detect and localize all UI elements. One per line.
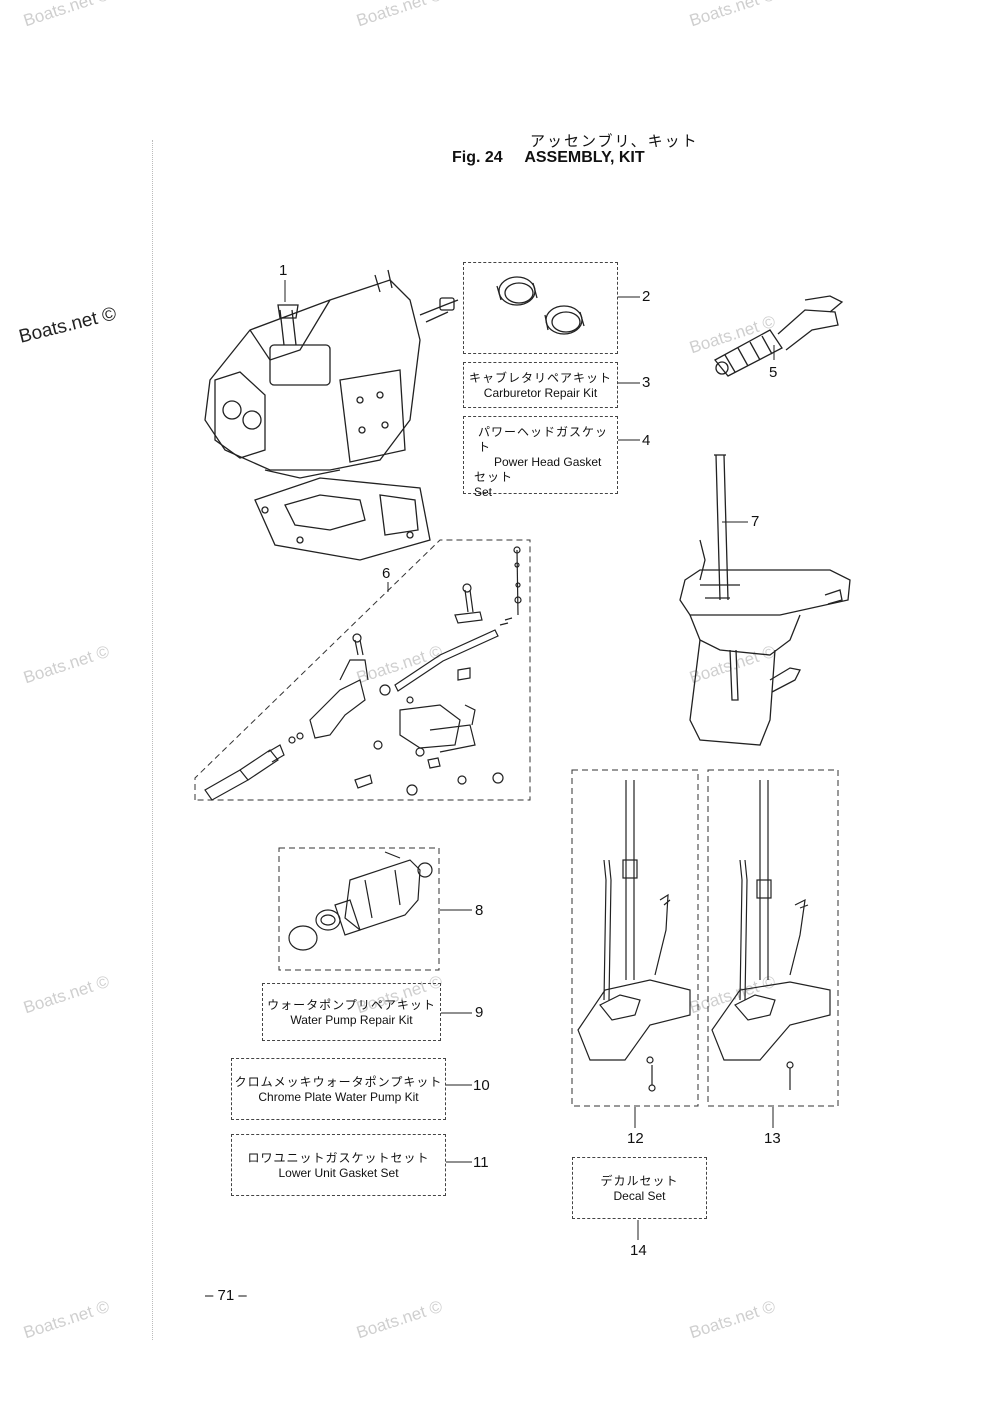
chrome-water-pump-kit-label: Chrome Plate Water Pump Kit: [258, 1090, 419, 1104]
power-head-gasket-box: パワーヘッドガスケット Power Head Gasket セット Set: [463, 416, 618, 499]
piston-ring-box: [463, 262, 618, 354]
drive-shaft-kit-13: [711, 780, 831, 1090]
decal-set-box: デカルセット Decal Set: [572, 1157, 707, 1219]
callout-13: 13: [764, 1130, 781, 1147]
lower-unit-gasket-set-label: Lower Unit Gasket Set: [278, 1166, 399, 1180]
water-pump-repair-kit-label: Water Pump Repair Kit: [290, 1013, 413, 1027]
callout-6: 6: [382, 565, 391, 582]
callout-8: 8: [475, 902, 484, 919]
figure-title-jp: アッセンブリ、キット: [530, 133, 699, 150]
water-pump-repair-kit-box: ウォータポンプリペアキット Water Pump Repair Kit: [262, 983, 441, 1041]
callout-1: 1: [279, 262, 288, 279]
callout-14: 14: [630, 1242, 647, 1259]
figure-title: Fig. 24 ASSEMBLY, KIT: [452, 149, 645, 166]
margin-rule: [152, 140, 153, 1340]
callout-3: 3: [642, 374, 651, 391]
linkage-kit-parts: [204, 546, 522, 801]
carburetor-repair-kit-label: Carburetor Repair Kit: [483, 386, 598, 400]
chrome-water-pump-kit-box: クロムメッキウォータポンプキット Chrome Plate Water Pump…: [231, 1058, 446, 1120]
water-pump-box: [278, 847, 440, 971]
leader-lines: [284, 280, 775, 1240]
power-head-gasket-set-jp: セット: [474, 470, 514, 484]
callout-12: 12: [627, 1130, 644, 1147]
power-head-gasket-label: Power Head Gasket: [494, 455, 602, 469]
callout-10: 10: [473, 1077, 490, 1094]
callout-9: 9: [475, 1004, 484, 1021]
lower-unit-kit-boxes: [571, 769, 839, 1107]
callout-7: 7: [751, 513, 760, 530]
callout-4: 4: [642, 432, 651, 449]
water-pump-repair-kit-jp: ウォータポンプリペアキット: [267, 998, 436, 1012]
power-head-gasket-jp: パワーヘッドガスケット: [478, 425, 609, 454]
carburetor-repair-kit-box: キャブレタリペアキット Carburetor Repair Kit: [463, 362, 618, 408]
page-number: – 71 –: [205, 1287, 247, 1304]
decal-set-label: Decal Set: [613, 1189, 666, 1203]
callout-11: 11: [473, 1154, 489, 1171]
water-pump-drawing: [288, 851, 433, 951]
drive-shaft-kit-12: [577, 780, 691, 1092]
lower-unit-gasket-set-box: ロワユニットガスケットセット Lower Unit Gasket Set: [231, 1134, 446, 1196]
carburetor-repair-kit-jp: キャブレタリペアキット: [468, 371, 612, 385]
callout-2: 2: [642, 288, 651, 305]
decal-set-jp: デカルセット: [600, 1174, 679, 1188]
piston-rings-drawing: [496, 276, 585, 335]
linkage-kit-box: [194, 539, 531, 801]
callout-5: 5: [769, 364, 778, 381]
power-head-gasket-set-label: Set: [474, 485, 493, 499]
chrome-water-pump-kit-jp: クロムメッキウォータポンプキット: [234, 1075, 443, 1089]
tiller-grip-drawing: [714, 295, 844, 377]
lower-unit-drawing: [679, 454, 851, 746]
lower-unit-gasket-set-jp: ロワユニットガスケットセット: [247, 1151, 430, 1165]
power-head-drawing: [204, 269, 459, 561]
